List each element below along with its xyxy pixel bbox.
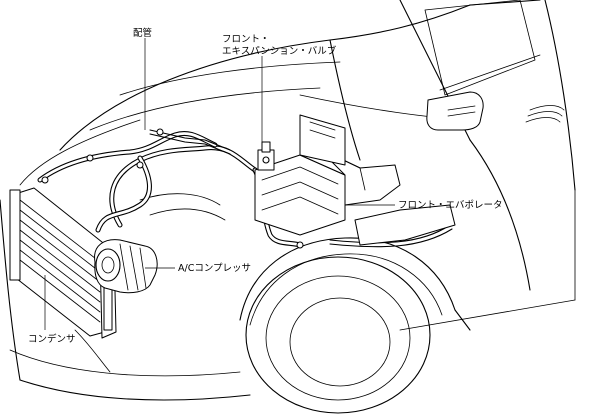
leader-lines <box>44 38 395 330</box>
front-wheel <box>245 256 431 414</box>
front-evaporator <box>254 114 456 246</box>
label-condenser: コンデンサ <box>28 333 76 345</box>
vehicle-body <box>0 0 576 401</box>
label-piping: 配管 <box>133 27 152 39</box>
piping <box>37 128 453 249</box>
label-front-expansion-valve-line1: フロント・ <box>222 34 270 45</box>
label-front-expansion-valve-line2: エキスパンション・バルブ <box>222 45 337 57</box>
label-ac-compressor: A/Cコンプレッサ <box>178 263 251 274</box>
label-front-evaporator: フロント・エバポレータ <box>398 200 503 211</box>
ac-compressor <box>94 239 158 294</box>
front-expansion-valve <box>257 141 275 171</box>
